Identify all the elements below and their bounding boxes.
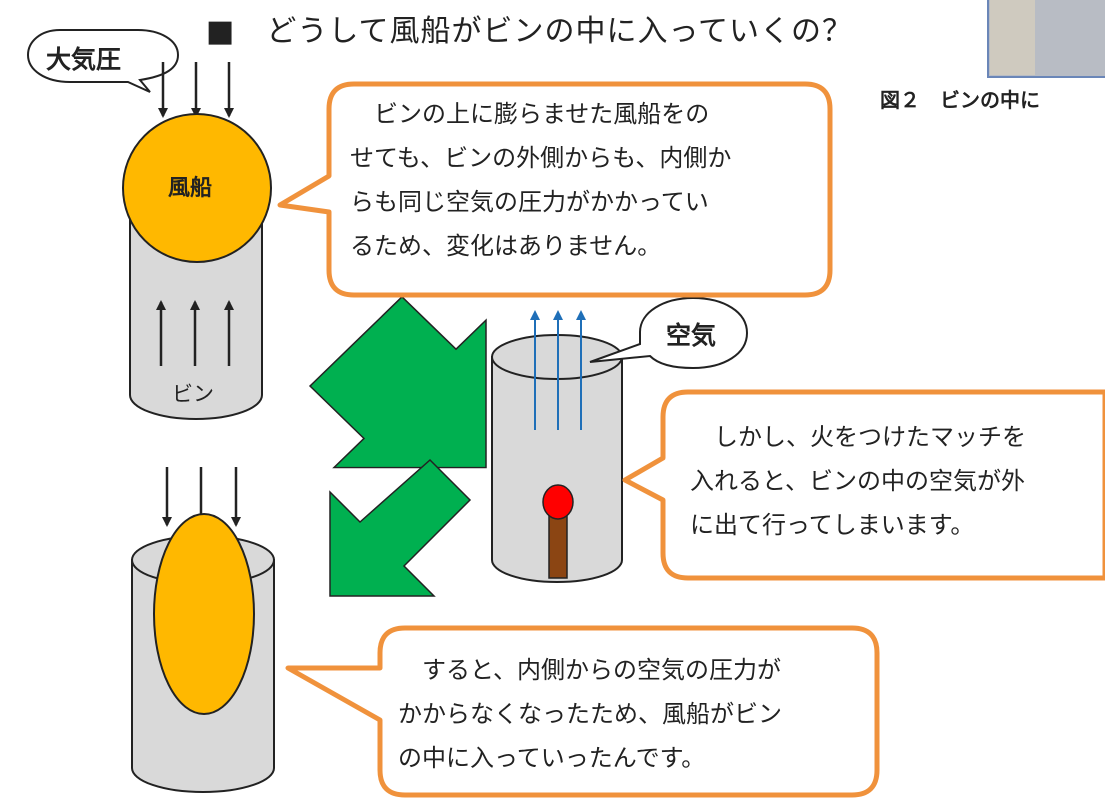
explanation-bubble-2 (622, 389, 1105, 581)
figure-caption: 図２ ビンの中に (880, 88, 1040, 112)
green-arrow-1 (308, 295, 487, 469)
atmospheric-pressure-bubble (26, 29, 180, 93)
balloon-top (122, 113, 272, 263)
explanation-1-line: せても、ビンの外側からも、内側か (350, 144, 732, 172)
explanation-text-1: ビンの上に膨らませた風船をの せても、ビンの外側からも、内側か らも同じ空気の圧… (350, 92, 731, 268)
page-title: ■ どうして風船がビンの中に入っていくの？ (206, 14, 853, 49)
explanation-3-line: の中に入っていったんです。 (398, 744, 706, 772)
atmospheric-pressure-label: 大気圧 (46, 45, 122, 74)
pressure-arrows-top (158, 62, 234, 118)
explanation-2-line: 入れると、ビンの中の空気が外 (690, 467, 1026, 495)
explanation-1-line: ビンの上に膨らませた風船をの (350, 100, 710, 128)
bottle-label: ビン (172, 382, 214, 406)
explanation-bubble-1 (277, 81, 833, 298)
air-bubble (589, 296, 749, 370)
explanation-text-3: すると、内側からの空気の圧力が かからなくなったため、風船がビン の中に入ってい… (398, 648, 782, 780)
explanation-2-line: しかし、火をつけたマッチを (690, 423, 1026, 451)
green-arrow-2 (329, 458, 472, 597)
balloon-inside-bottle (153, 513, 255, 715)
match-stick (548, 511, 568, 579)
air-label: 空気 (666, 321, 717, 350)
pressure-arrows-inside (156, 300, 234, 366)
explanation-text-2: しかし、火をつけたマッチを 入れると、ビンの中の空気が外 に出て行ってしまいます… (690, 415, 1026, 547)
balloon-label: 風船 (168, 176, 213, 201)
explanation-3-line: すると、内側からの空気の圧力が (398, 656, 782, 684)
explanation-bubble-3 (285, 625, 880, 798)
photo-thumbnail (987, 0, 1105, 78)
explanation-2-line: に出て行ってしまいます。 (690, 511, 975, 539)
explanation-3-line: かからなくなったため、風船がビン (398, 700, 782, 728)
match-head (542, 484, 574, 520)
explanation-1-line: らも同じ空気の圧力がかかってい (350, 188, 709, 216)
explanation-1-line: るため、変化はありません。 (350, 232, 662, 260)
air-escape-arrows (530, 310, 586, 430)
